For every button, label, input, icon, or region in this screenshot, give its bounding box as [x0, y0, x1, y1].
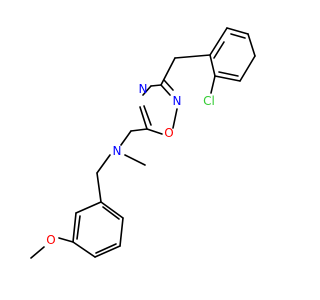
bond: [119, 217, 124, 247]
bond: [72, 241, 96, 258]
bond: [174, 54, 211, 59]
bond: [139, 106, 148, 130]
molecule-structure: Cl N N O N O: [30, 27, 256, 259]
bond: [210, 75, 216, 94]
bond: [143, 105, 152, 126]
bond: [172, 108, 178, 129]
bond: [100, 201, 124, 219]
atom-labels: Cl N N O N O: [46, 82, 215, 247]
bond: [218, 71, 239, 77]
bonds: [30, 27, 256, 259]
bond: [230, 33, 246, 39]
nitrogen-ring-lower-atom-label: N: [173, 94, 182, 108]
nitrogen-amine-atom-label: N: [113, 144, 122, 158]
bond: [102, 206, 120, 220]
bond: [209, 54, 216, 77]
bond: [58, 237, 74, 243]
bond: [150, 84, 162, 87]
bond: [213, 41, 225, 59]
bond: [96, 172, 102, 203]
oxygen-ring-atom-label: O: [164, 126, 173, 140]
bond: [95, 243, 117, 254]
bond: [146, 128, 163, 135]
bond: [76, 215, 81, 240]
bond: [239, 55, 256, 82]
bond: [160, 84, 171, 96]
oxygen-methoxy-atom-label: O: [46, 233, 55, 247]
bond: [226, 27, 249, 35]
nitrogen-ring-upper-atom-label: N: [139, 82, 148, 96]
bond: [75, 201, 102, 214]
bond: [160, 57, 176, 86]
bond: [72, 212, 77, 243]
bond: [214, 75, 241, 82]
bond: [130, 128, 148, 132]
bond: [163, 79, 174, 91]
bond: [247, 33, 256, 57]
bond: [120, 130, 132, 146]
bond: [30, 246, 45, 259]
bond: [124, 154, 146, 166]
bond: [96, 154, 111, 174]
bond: [209, 27, 228, 56]
bond: [94, 245, 121, 258]
chlorine-atom-label: Cl: [203, 94, 215, 108]
bond: [142, 85, 152, 96]
